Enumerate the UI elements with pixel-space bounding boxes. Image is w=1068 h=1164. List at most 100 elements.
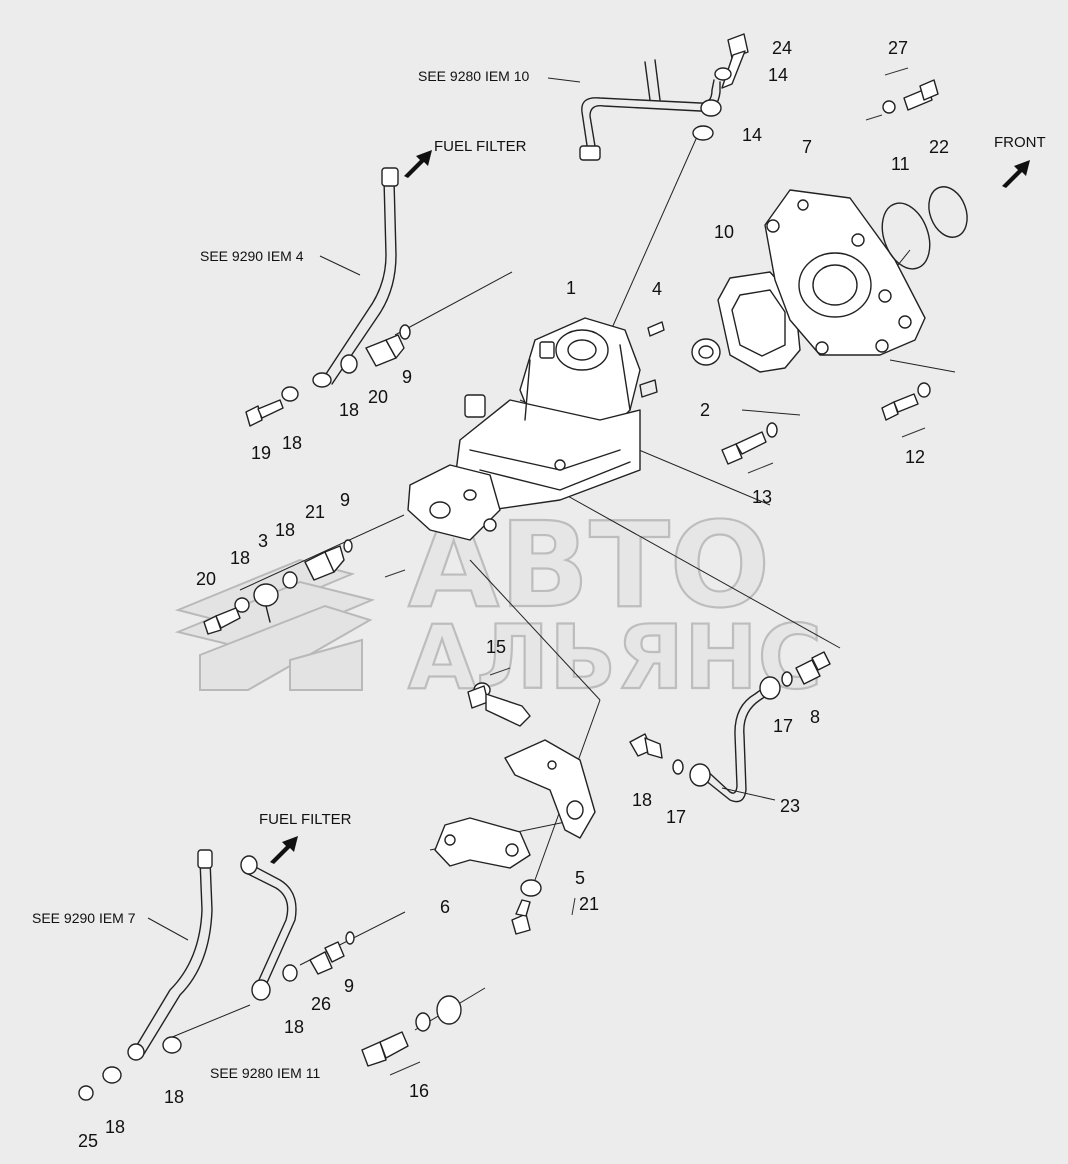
- callout-label: 17: [666, 807, 686, 827]
- callout-label: 16: [409, 1081, 429, 1101]
- washer-16b: [436, 995, 462, 1025]
- fitting-27: [309, 941, 345, 975]
- fitting-21-upper: [365, 334, 405, 367]
- fitting-19: [629, 733, 663, 759]
- washer-18-lower: [282, 571, 298, 589]
- ref-9290-4: SEE 9290 IEM 4: [200, 248, 304, 264]
- o-ring-9-upper: [399, 324, 411, 340]
- callout-label: 20: [368, 387, 388, 407]
- callout-label: 8: [810, 707, 820, 727]
- callout-label: 4: [652, 279, 662, 299]
- callout-label: 12: [905, 447, 925, 467]
- callout-label: 3: [258, 531, 268, 551]
- washer-18-banjo: [234, 597, 250, 613]
- bolt-12: [881, 393, 919, 421]
- bolt-28: [903, 79, 939, 111]
- seal-2: [691, 338, 721, 366]
- callout-label: 17: [773, 716, 793, 736]
- washer-18-left: [281, 386, 299, 402]
- callout-label: 18: [632, 790, 652, 810]
- washer-14-top: [714, 67, 732, 81]
- fuel-pipe-24: [689, 676, 781, 803]
- callout-label: 22: [929, 137, 949, 157]
- callout-label: 21: [579, 894, 599, 914]
- o-ring-9-bottom: [345, 931, 355, 945]
- ref-9280-11: SEE 9280 IEM 11: [210, 1065, 320, 1081]
- o-ring-17-lower: [672, 759, 684, 775]
- callout-label: 1: [566, 278, 576, 298]
- washer-18-left-bottom: [102, 1066, 122, 1084]
- callout-label: 15: [486, 637, 506, 657]
- callout-label: 6: [440, 897, 450, 917]
- callout-label: 23: [780, 796, 800, 816]
- callout-label: 18: [164, 1087, 184, 1107]
- bracket-5: [504, 739, 596, 839]
- ref-front: FRONT: [994, 134, 1046, 151]
- callout-label: 11: [891, 154, 910, 174]
- washer-12: [917, 382, 931, 398]
- ref-fuel-filter-bottom: FUEL FILTER: [259, 811, 352, 828]
- bolt-15: [467, 685, 531, 727]
- o-ring-23: [928, 186, 968, 238]
- direction-arrow-icon: [270, 150, 1030, 864]
- callout-label: 5: [575, 868, 585, 888]
- bolt-16: [361, 1031, 409, 1067]
- callout-label: 9: [344, 976, 354, 996]
- callout-label: 2: [700, 400, 710, 420]
- o-ring-9-lower: [343, 539, 353, 553]
- callout-label: 21: [305, 502, 325, 522]
- washer-14-lower: [692, 125, 714, 141]
- bolt-22: [511, 899, 531, 935]
- bracket-6: [434, 817, 531, 869]
- banjo-3: [253, 583, 279, 623]
- watermark-logo-icon: [174, 558, 376, 691]
- callout-label: 10: [714, 222, 734, 242]
- callout-label: 26: [311, 994, 331, 1014]
- callout-label: 25: [78, 1131, 98, 1151]
- callout-label: 14: [768, 65, 788, 85]
- callout-label: 19: [251, 443, 271, 463]
- callout-label: 14: [742, 125, 762, 145]
- fuel-pipe-9290-4: [312, 167, 399, 388]
- callout-label: 18: [284, 1017, 304, 1037]
- nut-26: [78, 1085, 94, 1101]
- washer-22: [520, 879, 542, 897]
- callout-label: 18: [282, 433, 302, 453]
- fitting-8: [795, 651, 831, 685]
- callout-label: 27: [888, 38, 908, 58]
- callout-label: 9: [402, 367, 412, 387]
- fuel-pipe-9290-7: [127, 849, 213, 1061]
- callout-label: 18: [230, 548, 250, 568]
- flange-7: [764, 189, 926, 356]
- callout-label: 18: [105, 1117, 125, 1137]
- callout-label: 7: [802, 137, 812, 157]
- callout-label: 24: [772, 38, 792, 58]
- fuel-pipe-upper: [579, 59, 722, 161]
- ref-fuel-filter-top: FUEL FILTER: [434, 138, 527, 155]
- washer-16a: [415, 1012, 431, 1032]
- fitting-21-lower: [304, 545, 345, 581]
- bolt-13: [721, 431, 767, 465]
- callout-label: 20: [196, 569, 216, 589]
- washer-18-pipe: [162, 1036, 182, 1054]
- key-4: [647, 321, 665, 337]
- washer-13: [766, 422, 778, 438]
- bolt-20-lower: [203, 607, 241, 635]
- o-ring-17-upper: [781, 671, 793, 687]
- callout-label: 18: [275, 520, 295, 540]
- callout-label: 9: [340, 490, 350, 510]
- fuel-pipe-9280-11: [240, 855, 297, 1001]
- washer-18-upper: [340, 354, 358, 374]
- injection-pump-1: [407, 317, 658, 541]
- label-ticks: [384, 67, 926, 1076]
- callout-label: 18: [339, 400, 359, 420]
- bolt-20-upper: [245, 399, 284, 427]
- o-ring-11: [881, 202, 931, 270]
- washer-28: [882, 100, 896, 114]
- washer-18-bottom: [282, 964, 298, 982]
- callout-label: 13: [752, 487, 772, 507]
- ref-9280-10: SEE 9280 IEM 10: [418, 68, 530, 84]
- ref-9290-7: SEE 9290 IEM 7: [32, 910, 136, 926]
